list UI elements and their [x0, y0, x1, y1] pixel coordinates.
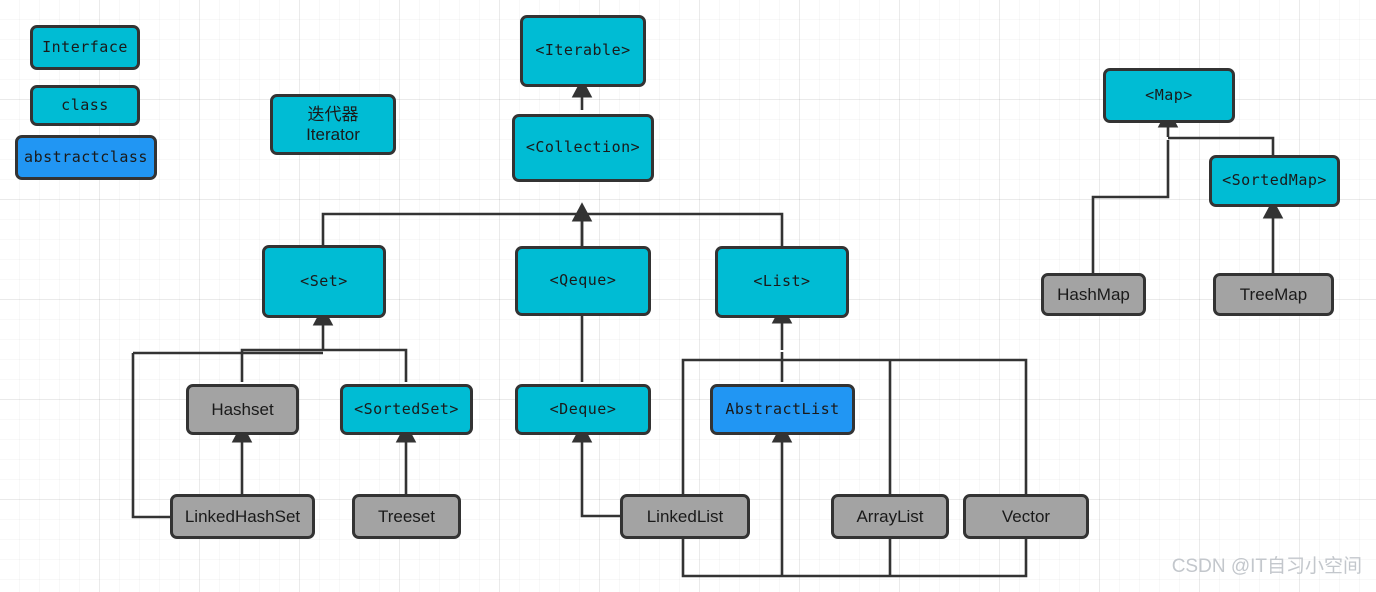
node-vector-label: Vector — [1001, 506, 1051, 526]
edge-rail-set-list-to-collection — [321, 212, 784, 247]
edge-rail-list-children-bottom — [681, 537, 1028, 578]
node-map-label: <Map> — [1145, 85, 1193, 104]
iterator-note-line2: Iterator — [306, 124, 360, 144]
node-treemap-label: TreeMap — [1239, 284, 1308, 304]
node-set[interactable]: <Set> — [262, 245, 386, 318]
node-iterable[interactable]: <Iterable> — [520, 15, 646, 87]
legend-abstractclass-label: abstractclass — [24, 147, 148, 166]
node-abstractlist[interactable]: AbstractList — [710, 384, 855, 435]
edge-rail-hashset-sortedset — [240, 348, 408, 382]
node-hashmap-label: HashMap — [1057, 284, 1130, 304]
node-vector[interactable]: Vector — [963, 494, 1089, 539]
node-sortedmap-label: <SortedMap> — [1222, 171, 1327, 190]
node-deque-label: <Deque> — [549, 399, 617, 418]
edge-hashmap-map — [1091, 140, 1170, 273]
node-treeset[interactable]: Treeset — [352, 494, 461, 539]
node-linkedlist-label: LinkedList — [646, 506, 724, 526]
iterator-note-box: 迭代器 Iterator — [270, 94, 396, 155]
watermark: CSDN @IT自习小空间 — [1171, 556, 1362, 577]
legend-class-box: class — [30, 85, 140, 126]
node-abstractlist-label: AbstractList — [725, 399, 840, 418]
node-qeque-label: <Qeque> — [549, 271, 617, 290]
node-arraylist[interactable]: ArrayList — [831, 494, 949, 539]
node-collection[interactable]: <Collection> — [512, 114, 654, 182]
node-list[interactable]: <List> — [715, 246, 849, 318]
node-collection-label: <Collection> — [525, 138, 641, 157]
node-hashset[interactable]: Hashset — [186, 384, 299, 435]
node-linkedhashset-label: LinkedHashSet — [184, 506, 301, 526]
edge-linkedlist-deque — [571, 423, 622, 518]
node-set-label: <Set> — [300, 271, 348, 290]
node-treeset-label: Treeset — [377, 506, 435, 526]
node-arraylist-label: ArrayList — [856, 506, 924, 526]
node-linkedhashset[interactable]: LinkedHashSet — [170, 494, 315, 539]
node-treemap[interactable]: TreeMap — [1213, 273, 1334, 316]
node-qeque[interactable]: <Qeque> — [515, 246, 651, 316]
legend-abstractclass-box: abstractclass — [15, 135, 157, 180]
node-sortedset[interactable]: <SortedSet> — [340, 384, 473, 435]
iterator-note-line1: 迭代器 — [307, 104, 359, 124]
node-sortedmap[interactable]: <SortedMap> — [1209, 155, 1340, 207]
node-iterable-label: <Iterable> — [535, 41, 631, 60]
node-hashset-label: Hashset — [211, 399, 274, 419]
node-sortedset-label: <SortedSet> — [354, 399, 459, 418]
node-hashmap[interactable]: HashMap — [1041, 273, 1146, 316]
node-list-label: <List> — [753, 272, 811, 291]
legend-class-label: class — [61, 95, 109, 114]
node-map[interactable]: <Map> — [1103, 68, 1235, 123]
legend-interface-label: Interface — [42, 37, 128, 56]
node-linkedlist[interactable]: LinkedList — [620, 494, 750, 539]
edge-linkedhashset-to-set-left — [131, 353, 172, 519]
legend-interface-box: Interface — [30, 25, 140, 70]
node-deque[interactable]: <Deque> — [515, 384, 651, 435]
